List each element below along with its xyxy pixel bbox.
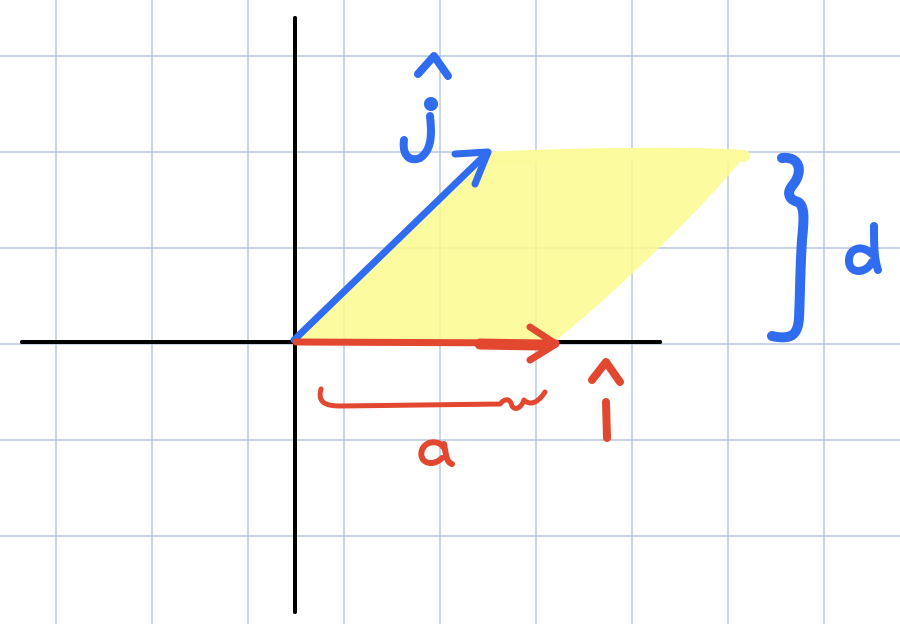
parallelogram-top-highlight <box>482 147 750 164</box>
j-hat-arrowhead <box>451 148 492 188</box>
j-hat-dot <box>424 97 438 111</box>
d-label <box>845 222 882 275</box>
i-hat-stem <box>602 398 611 442</box>
i-hat-label <box>588 358 624 442</box>
parallelogram-area <box>296 151 746 342</box>
d-brace-icon <box>767 152 809 343</box>
j-hat-caret <box>414 52 452 80</box>
a-label <box>418 439 455 467</box>
j-hat-stem <box>399 112 435 164</box>
i-hat-vector <box>292 323 560 364</box>
i-hat-arrowhead <box>526 323 560 364</box>
i-hat-caret <box>588 358 624 386</box>
j-hat-vector <box>290 148 492 344</box>
j-hat-label <box>399 52 452 164</box>
a-brace-icon <box>317 386 548 411</box>
